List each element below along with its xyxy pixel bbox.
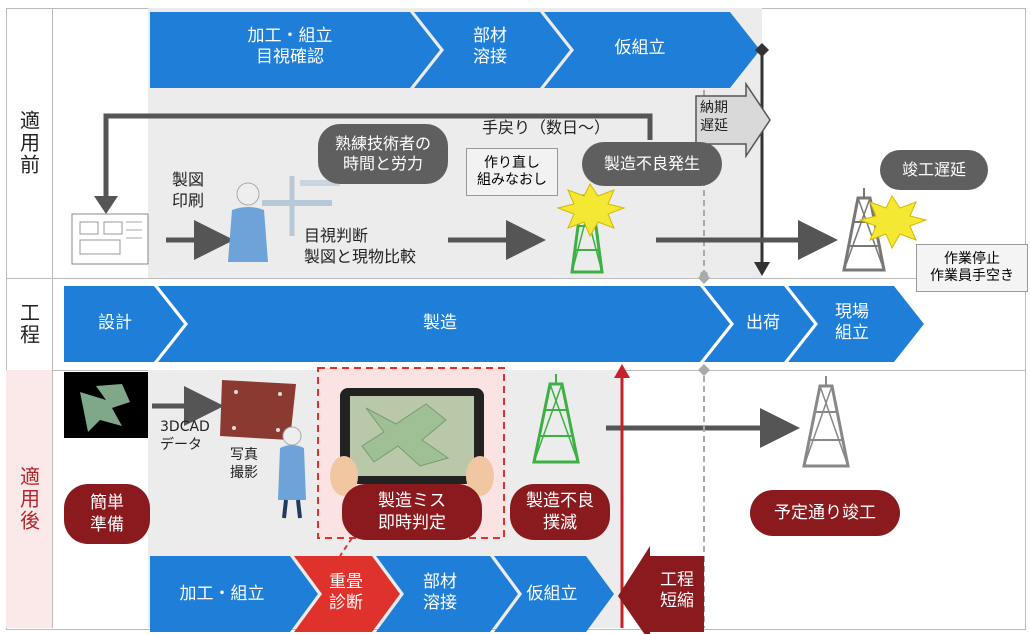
process-step-2-label: 製造 [423, 313, 457, 333]
row-label-after: 適用後 [6, 370, 53, 628]
on-schedule-bubble: 予定通り竣工 [750, 490, 900, 536]
rework-note: 作り直し 組みなおし [466, 148, 558, 196]
easy-prep-bubble: 簡単 準備 [64, 484, 150, 544]
highlight-pointer [339, 537, 353, 557]
process-step-1-shape [64, 286, 184, 362]
work-stop-note: 作業停止 作業員手空き [916, 244, 1028, 292]
tablet-icon [330, 388, 494, 496]
after-end-arrowhead [614, 364, 630, 378]
gray-tower-after-icon [802, 376, 850, 468]
after-step-2-label: 重畳 診断 [329, 572, 363, 614]
worker-before-icon [228, 176, 340, 262]
after-step-1-shape [150, 556, 318, 632]
row-label-process: 工程 [6, 278, 53, 370]
before-step-1-shape [150, 12, 440, 88]
before-step-2-label: 部材 溶接 [473, 26, 507, 68]
before-step-3-shape [544, 12, 760, 88]
print-label: 製図 印刷 [172, 170, 205, 210]
green-tower-after-icon [532, 374, 580, 464]
after-step-3-shape [376, 556, 518, 632]
process-step-3-shape [704, 286, 814, 362]
photo-part-icon [220, 380, 296, 440]
after-process-bar [150, 556, 614, 632]
after-step-3-label: 部材 溶接 [423, 572, 457, 614]
process-step-4-label: 現場 組立 [835, 302, 869, 344]
3d-model-icon [64, 372, 148, 438]
gray-tower-before-icon [842, 188, 886, 272]
process-diamond-bottom [698, 364, 710, 376]
after-step-2-shape [294, 556, 400, 632]
process-step-3-label: 出荷 [746, 313, 780, 333]
burst-right-icon [858, 195, 928, 250]
before-process-bar [150, 12, 760, 88]
defect-bubble: 製造不良発生 [582, 142, 722, 186]
before-step-2-shape [414, 12, 570, 88]
shorten-label: 工程 短縮 [660, 570, 694, 612]
process-bar [64, 286, 924, 362]
before-step-3-label: 仮組立 [614, 38, 666, 58]
rework-arrowhead [94, 196, 118, 214]
burst-before-icon [556, 183, 626, 238]
shorten-arrow-shape [618, 546, 704, 634]
photo-label: 写真 撮影 [230, 447, 258, 482]
completion-delay-bubble: 竣工遅延 [880, 150, 988, 190]
before-end-arrowhead [754, 262, 770, 276]
visual-judgement-label: 目視判断 製図と現物比較 [304, 226, 417, 266]
before-step-1-label: 加工・組立 目視確認 [247, 26, 333, 68]
before-end-diamond [755, 43, 769, 57]
process-step-1-label: 設計 [98, 313, 132, 333]
drawing-sheet-icon [71, 213, 149, 265]
worker-after-icon [278, 426, 306, 519]
instant-judgement-bubble: 製造ミス 即時判定 [342, 484, 482, 540]
3dcad-label: 3DCAD データ [160, 419, 210, 454]
rework-label: 手戻り（数日〜） [482, 118, 611, 137]
rework-loop [103, 113, 653, 198]
process-step-2-shape [158, 286, 730, 362]
process-step-4-shape [788, 286, 924, 362]
process-diamond-top [698, 272, 710, 284]
after-step-1-label: 加工・組立 [179, 584, 265, 604]
delay-label: 納期 遅延 [700, 100, 728, 134]
defect-eliminated-bubble: 製造不良 撲滅 [510, 484, 610, 540]
skill-bubble: 熟練技術者の 時間と労力 [318, 124, 448, 184]
row-label-before: 適用前 [6, 8, 53, 278]
after-step-4-shape [494, 556, 614, 632]
after-step-4-label: 仮組立 [526, 584, 578, 604]
